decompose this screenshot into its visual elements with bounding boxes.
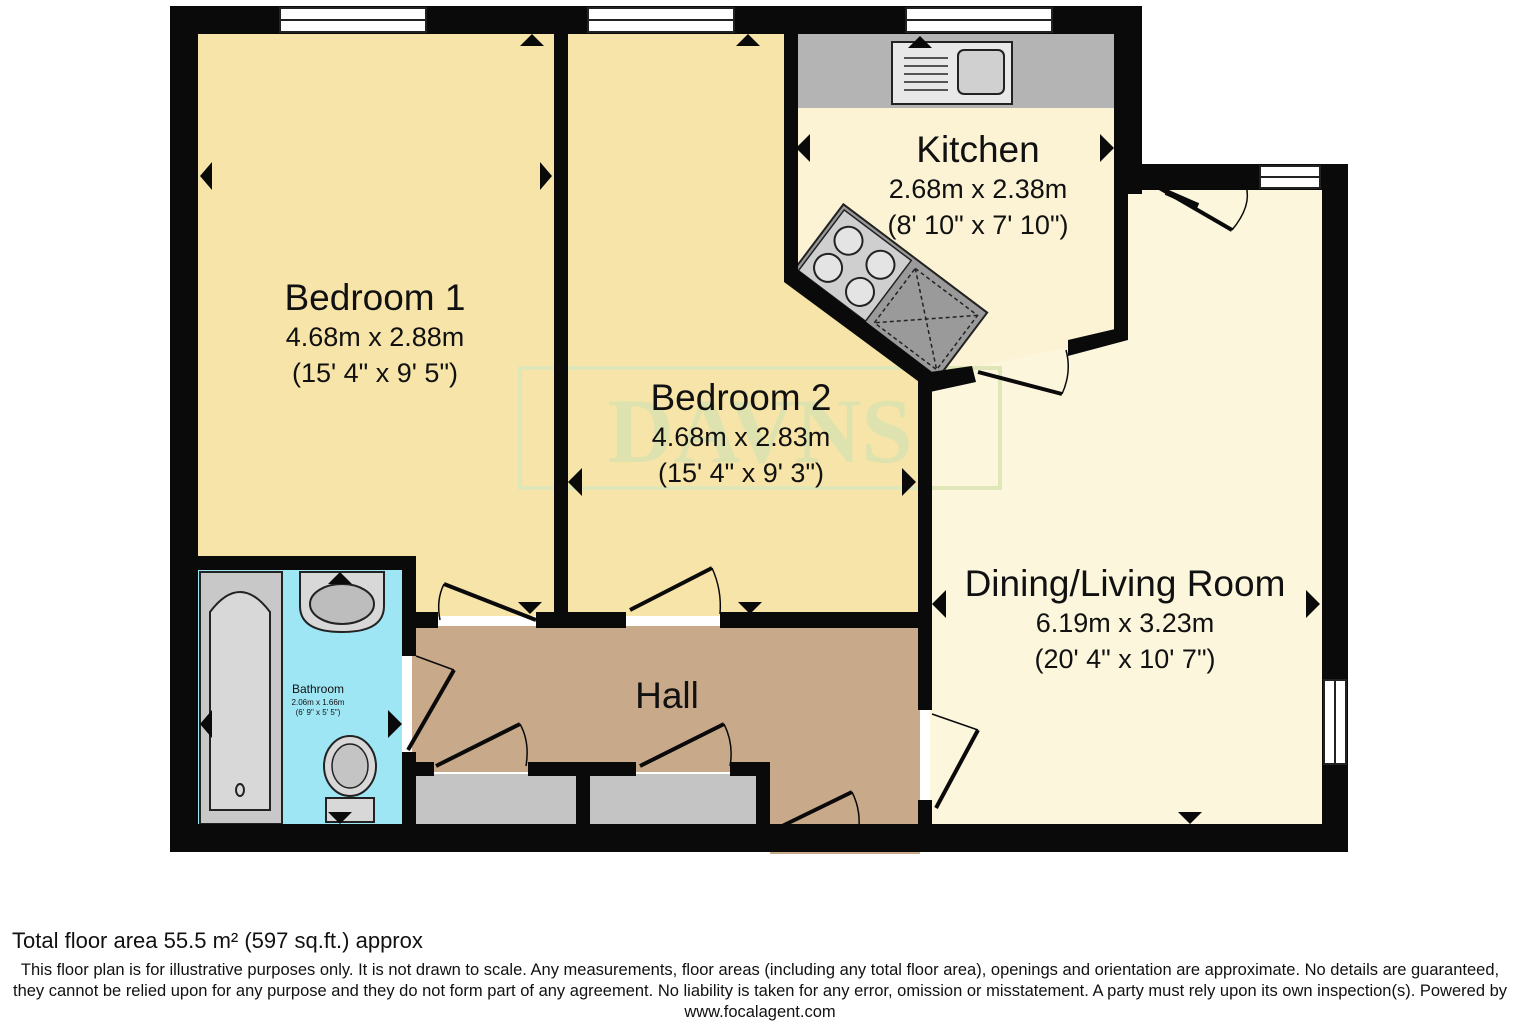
bedroom-2-imperial: (15' 4" x 9' 3") bbox=[658, 458, 824, 488]
bedroom-1-name: Bedroom 1 bbox=[285, 277, 466, 318]
hall-cupboard-right bbox=[590, 774, 758, 824]
windows bbox=[279, 7, 1347, 765]
kitchen-imperial: (8' 10" x 7' 10") bbox=[887, 210, 1068, 240]
kitchen-name: Kitchen bbox=[916, 129, 1039, 170]
hall-name: Hall bbox=[635, 675, 699, 716]
disclaimer-text: This floor plan is for illustrative purp… bbox=[12, 961, 1507, 1021]
living-room-floor bbox=[930, 188, 1322, 826]
bedroom-2-name: Bedroom 2 bbox=[651, 377, 832, 418]
bedroom-1-imperial: (15' 4" x 9' 5") bbox=[292, 358, 458, 388]
doors bbox=[406, 184, 1249, 835]
bathroom-imperial: (6' 9" x 5' 5") bbox=[296, 708, 341, 717]
living-room-name: Dining/Living Room bbox=[965, 563, 1286, 604]
total-floor-area: Total floor area 55.5 m² (597 sq.ft.) ap… bbox=[12, 928, 423, 953]
bathtub-icon bbox=[199, 571, 283, 825]
watermark-box bbox=[518, 366, 1002, 490]
bedroom-1-floor bbox=[196, 34, 556, 558]
watermark-text: DAVNS bbox=[607, 380, 912, 482]
floor-plan: DAVNS bbox=[170, 6, 1348, 854]
hall-cupboard-left bbox=[414, 774, 576, 824]
dimension-arrows bbox=[200, 34, 1320, 824]
bedroom-1-metric: 4.68m x 2.88m bbox=[286, 322, 465, 352]
bathroom-metric: 2.06m x 1.66m bbox=[292, 698, 345, 707]
living-room-imperial: (20' 4" x 10' 7") bbox=[1034, 644, 1215, 674]
hall-floor bbox=[412, 626, 920, 772]
kitchen-metric: 2.68m x 2.38m bbox=[889, 174, 1068, 204]
washbasin-icon bbox=[299, 571, 385, 634]
bathroom-name: Bathroom bbox=[292, 682, 344, 696]
living-room-metric: 6.19m x 3.23m bbox=[1036, 608, 1215, 638]
bedroom-2-metric: 4.68m x 2.83m bbox=[652, 422, 831, 452]
hob-icon bbox=[791, 202, 989, 382]
sink-icon bbox=[891, 41, 1013, 105]
toilet-icon bbox=[323, 735, 377, 823]
